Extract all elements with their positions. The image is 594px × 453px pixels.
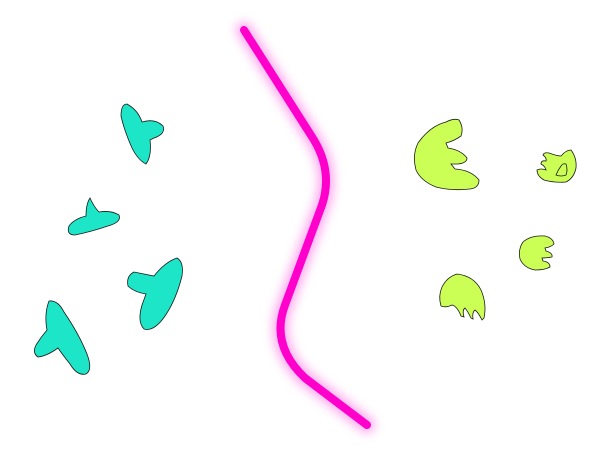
divider-line — [236, 22, 375, 433]
lime-blob — [414, 118, 480, 191]
teal-blob — [67, 197, 120, 236]
lime-blob — [519, 235, 555, 271]
divider-stroke — [240, 26, 371, 429]
right-blob-group — [414, 118, 577, 321]
lime-blob — [555, 163, 568, 177]
teal-blob — [120, 103, 164, 165]
teal-blob — [34, 300, 91, 375]
teal-blob — [127, 257, 183, 330]
lime-blob — [439, 273, 486, 321]
left-blob-group — [34, 103, 183, 375]
